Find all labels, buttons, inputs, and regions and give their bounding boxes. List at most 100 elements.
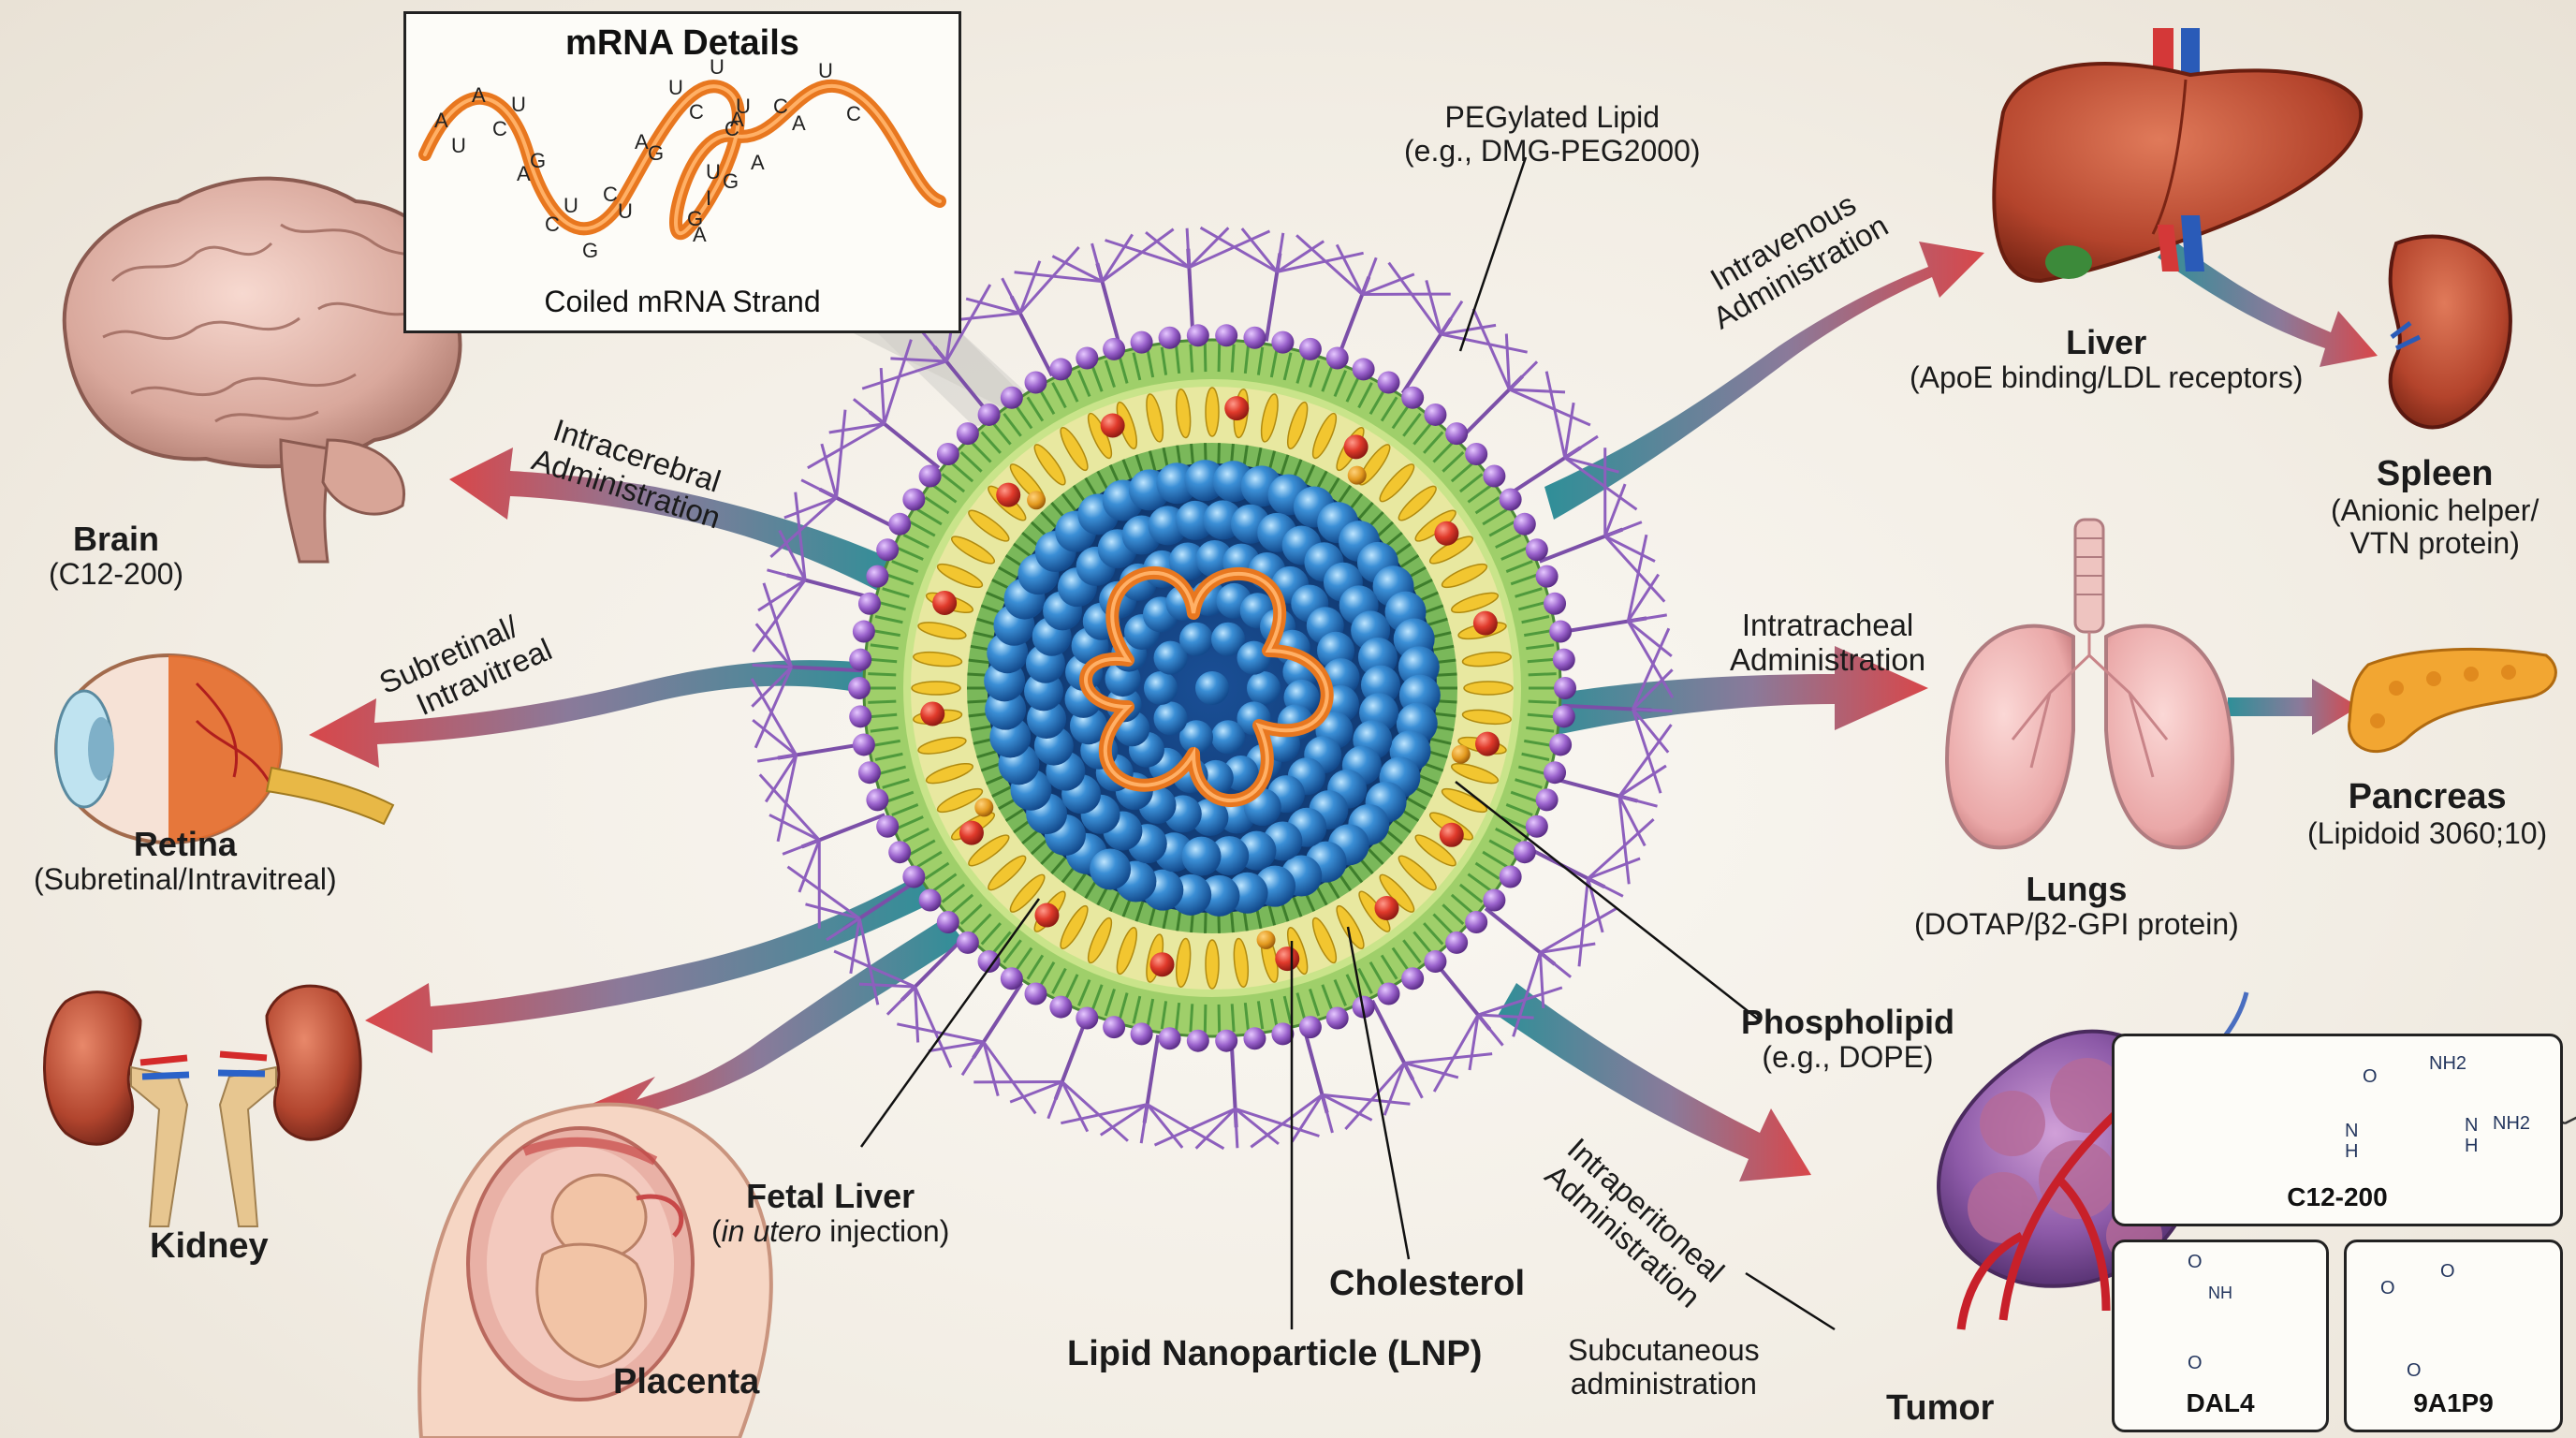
peg-head [849,648,872,671]
peg-head [1513,841,1536,864]
ionizable-lipid [1463,681,1514,696]
peg-head [1377,371,1400,394]
rna-base-letter: U [618,199,633,223]
peg-head [1271,330,1295,354]
rna-base-letter: G [582,239,598,262]
lnp-particle [750,226,1675,1151]
phospholipid-example: (e.g., DOPE) [1762,1040,1934,1075]
ionizable-lipid [1336,904,1365,950]
rna-base-letter: G [648,141,664,165]
peg-head [936,443,959,466]
ionizable-lipid [1358,444,1391,486]
ionizable-lipid [1441,563,1488,589]
ionizable-lipid [936,787,984,814]
rna-base-letter: U [511,93,526,116]
peg-head [1271,1022,1295,1046]
cholesterol-bead [1434,521,1459,546]
peg-head [1076,346,1099,370]
peg-head [1130,1022,1153,1046]
peg-head [1549,733,1573,756]
brain-illustration [62,176,462,564]
c12-nh2-top: NH2 [2429,1053,2467,1074]
ionizable-lipid [1379,463,1415,503]
core-lipid-sphere [1360,665,1400,705]
peg-head [1465,910,1488,933]
peg-head [1544,761,1567,785]
peg-lipid-title: PEGylated Lipid [1444,100,1660,134]
peg-head [852,733,875,756]
peg-head [1549,620,1573,643]
leader-lines [859,156,1836,1331]
pancreas-illustration [2348,647,2557,754]
ionizable-lipid [1398,485,1437,521]
cholesterol-bead [1275,946,1300,972]
peg-head [1535,788,1559,812]
cholesterol-label: Cholesterol [1329,1264,1526,1303]
rna-base-letter: A [517,162,531,185]
ionizable-lipid [1461,651,1513,668]
rna-base-letter: A [472,83,486,107]
peg-head [1445,422,1469,446]
peg-head [1401,386,1425,409]
peg-head [857,592,881,615]
rna-base-letter: I [706,186,711,210]
ionizable-lipid [1233,937,1250,989]
peg-head [1186,324,1209,347]
ionizable-lipid [1033,444,1066,486]
peg-head [866,788,889,812]
rna-base-letter: G [723,169,739,193]
kidney-illustration [43,984,362,1227]
rna-base-letter: U [564,194,578,217]
c12-200-name: C12-200 [2287,1182,2388,1211]
peg-head [1103,1016,1126,1039]
phospholipid-title: Phospholipid [1741,1003,1954,1041]
ionizable-lipid [968,834,1010,867]
cholesterol-bead [1439,822,1464,847]
peg-head [1215,324,1238,347]
c12-oxygen: O [2363,1066,2378,1087]
lungs-label: Lungs (DOTAP/β2-GPI protein) [1914,870,2239,942]
core-lipid-sphere [1209,836,1250,876]
fetal-liver-label: Fetal Liver (in utero injection) [711,1177,949,1249]
cholesterol-bead [1475,731,1500,756]
rna-base-letter: A [792,111,806,135]
peg-head [848,677,871,699]
lnp-label: Lipid Nanoparticle (LNP) [1067,1334,1483,1373]
peg-lipid-label: PEGylated Lipid (e.g., DMG-PEG2000) [1404,100,1701,169]
peg-head [849,705,872,728]
peg-head [1049,995,1073,1019]
peg-head [1024,982,1047,1005]
core-lipid-sphere [1168,542,1207,580]
peg-head [1215,1029,1238,1052]
cholesterol-bead [1149,952,1175,977]
dal4-name: DAL4 [2186,1388,2255,1417]
peg-head [1243,326,1266,349]
rna-base-letter: C [545,213,560,236]
c12-nh2-right: NH2 [2493,1113,2531,1134]
rna-base-letter: U [668,76,683,99]
cholesterol-bead [1224,396,1250,421]
peg-head [1535,565,1559,588]
rna-base-letter: C [603,183,618,206]
cholesterol-bead [1374,895,1399,920]
c12-200-card: NH2 NH2 O N H N H C12-200 [2112,1034,2563,1226]
rna-base-letter: U [451,134,466,157]
peg-head [1325,346,1349,370]
peg-lipid-example: (e.g., DMG-PEG2000) [1404,133,1701,168]
liver-illustration [1992,28,2363,284]
rna-base-letter: A [434,109,448,132]
rna-base-letter: C [724,117,739,140]
peg-head [1552,705,1575,728]
peg-head [1483,888,1506,912]
peg-head [1401,967,1425,990]
c12-amide-n2: N [2345,1121,2359,1141]
ionizable-lipid [1060,426,1089,472]
peg-head [1499,488,1522,511]
cholesterol-bead [932,590,958,615]
peg-head [918,464,942,488]
peg-head [1525,538,1548,562]
ionizable-lipid [1175,388,1192,439]
placenta-label: Placenta [613,1362,760,1401]
